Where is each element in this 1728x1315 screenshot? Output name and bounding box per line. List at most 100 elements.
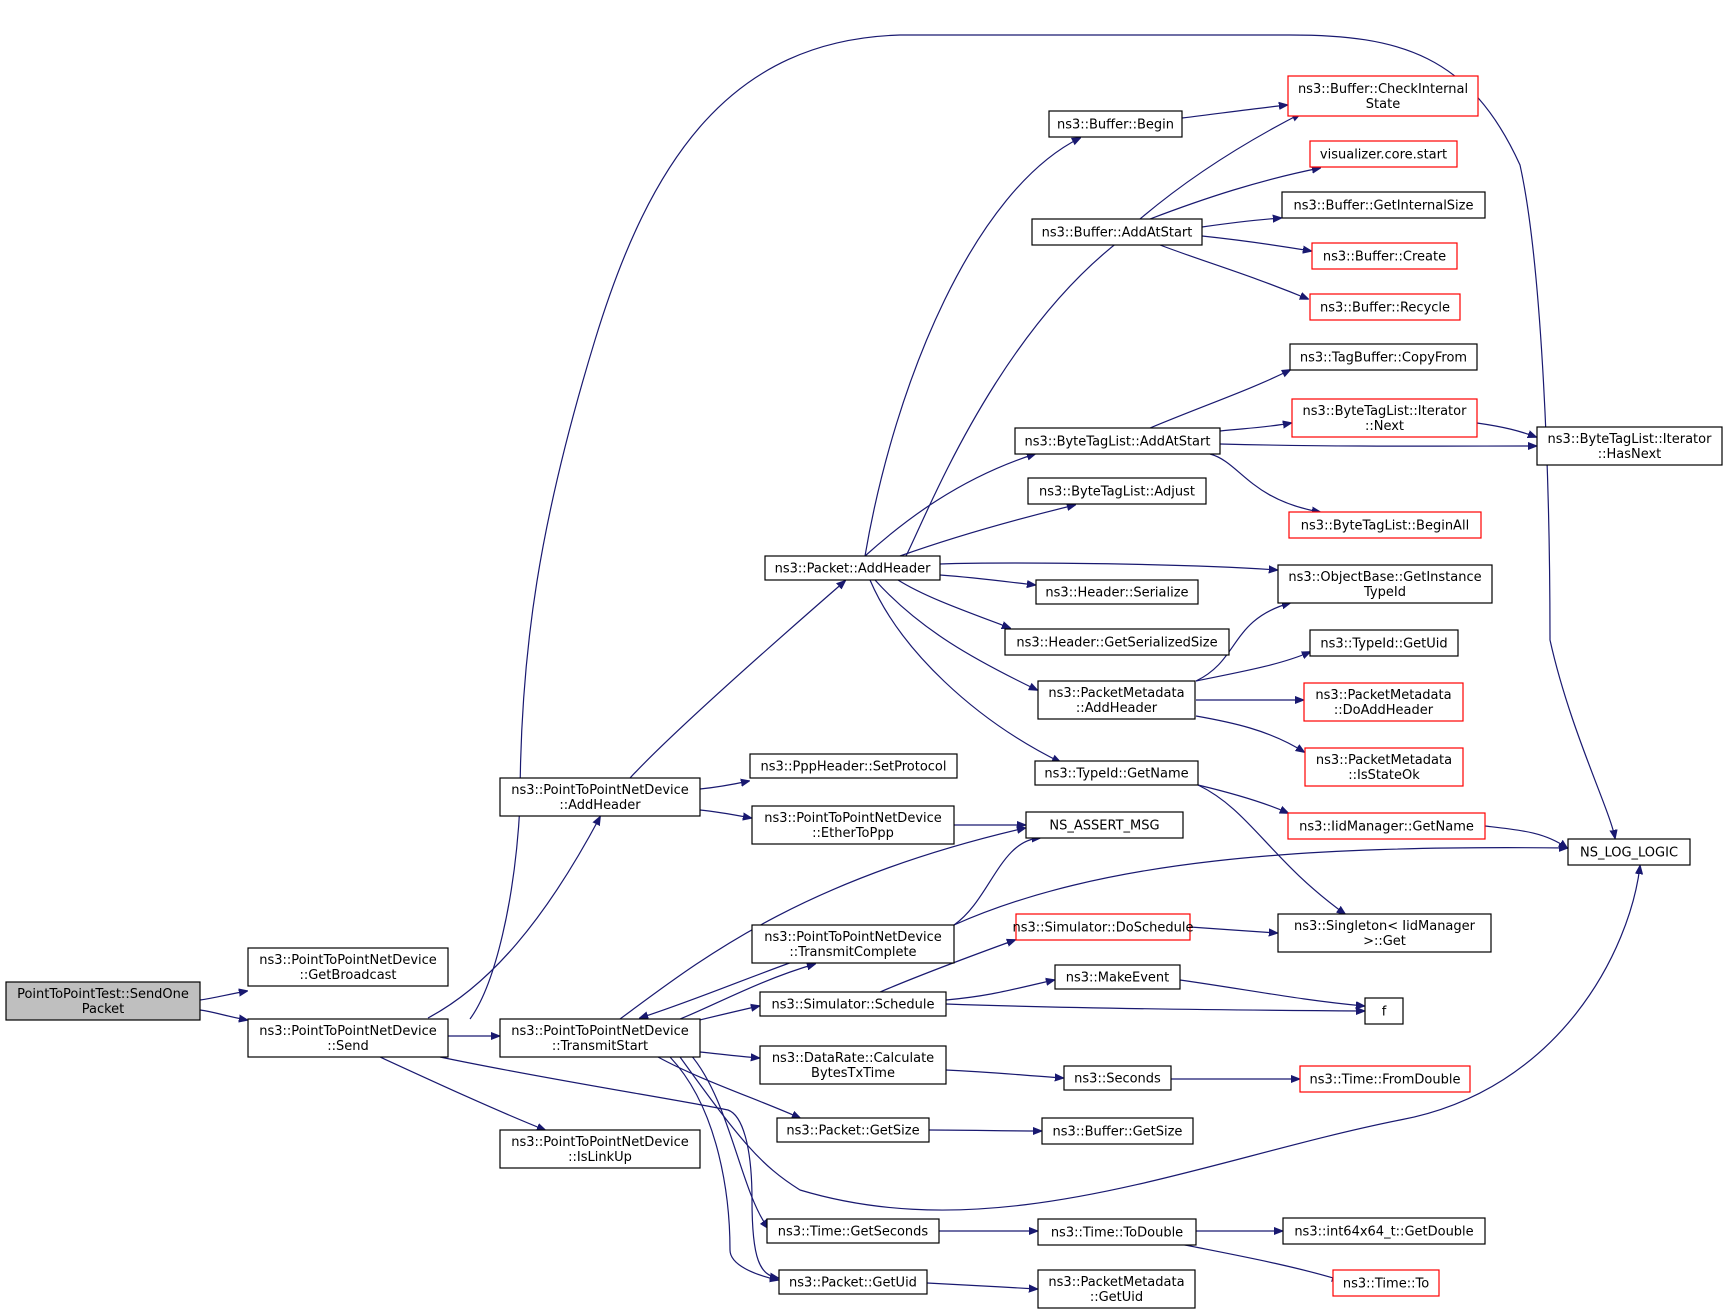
node-label: ns3::PointToPointNetDevice (764, 930, 942, 945)
graph-node-getbroadcast[interactable]: ns3::PointToPointNetDevice::GetBroadcast (247, 947, 449, 987)
call-edge (926, 1282, 1037, 1289)
call-edge (699, 809, 751, 818)
graph-node-bufgetsize[interactable]: ns3::Buffer::GetSize (1041, 1117, 1194, 1145)
node-label: ns3::ObjectBase::GetInstance (1288, 570, 1481, 585)
node-label: ::GetBroadcast (299, 968, 396, 983)
call-edge (679, 964, 815, 1020)
graph-node-fromdouble[interactable]: ns3::Time::FromDouble (1299, 1065, 1471, 1093)
node-box (1037, 680, 1196, 720)
node-label: ns3::int64x64_t::GetDouble (1294, 1225, 1473, 1240)
graph-node-getdouble[interactable]: ns3::int64x64_t::GetDouble (1282, 1217, 1486, 1245)
graph-node-iidgetname[interactable]: ns3::IidManager::GetName (1287, 812, 1486, 840)
call-edge (869, 579, 1060, 762)
call-edge (864, 454, 1035, 557)
node-box (499, 1018, 701, 1058)
node-box (1035, 579, 1199, 605)
node-box (1332, 1269, 1440, 1297)
graph-node-transmitstart[interactable]: ns3::PointToPointNetDevice::TransmitStar… (499, 1018, 701, 1058)
node-label: ns3::PacketMetadata (1315, 688, 1451, 703)
graph-node-p2paddheader[interactable]: ns3::PointToPointNetDevice::AddHeader (499, 777, 701, 817)
node-label: ::TransmitComplete (789, 945, 916, 960)
call-edge (1189, 926, 1277, 933)
node-box (247, 1018, 449, 1058)
node-label: ns3::ByteTagList::Iterator (1548, 432, 1713, 447)
graph-node-btladdatstart[interactable]: ns3::ByteTagList::AddAtStart (1014, 427, 1221, 455)
node-box (1287, 75, 1479, 117)
call-edge (379, 1056, 545, 1130)
call-edge (1149, 168, 1320, 220)
graph-node-send[interactable]: ns3::PointToPointNetDevice::Send (247, 1018, 449, 1058)
graph-node-typeidgetuid[interactable]: ns3::TypeId::GetUid (1309, 629, 1459, 657)
graph-node-seconds[interactable]: ns3::Seconds (1063, 1065, 1172, 1091)
graph-node-bufgetinternalsize[interactable]: ns3::Buffer::GetInternalSize (1281, 191, 1486, 219)
node-label: ns3::PointToPointNetDevice (764, 811, 942, 826)
graph-node-tagcopyfrom[interactable]: ns3::TagBuffer::CopyFrom (1289, 343, 1478, 371)
node-box (1567, 838, 1691, 866)
call-edge (439, 1056, 778, 1278)
graph-node-btlitnext[interactable]: ns3::ByteTagList::Iterator::Next (1291, 398, 1478, 438)
graph-node-transmitcomplete[interactable]: ns3::PointToPointNetDevice::TransmitComp… (751, 924, 955, 964)
graph-node-vizstart[interactable]: visualizer.core.start (1309, 140, 1458, 168)
node-box (1063, 1065, 1172, 1091)
graph-node-bufrecycle[interactable]: ns3::Buffer::Recycle (1309, 293, 1461, 321)
graph-node-hdrgetsersize[interactable]: ns3::Header::GetSerializedSize (1004, 628, 1230, 656)
node-box (1309, 140, 1458, 168)
node-box (1025, 811, 1184, 839)
graph-node-setprotocol[interactable]: ns3::PppHeader::SetProtocol (749, 753, 958, 779)
graph-node-bufaddatstart[interactable]: ns3::Buffer::AddAtStart (1031, 218, 1203, 246)
call-edge (679, 866, 1640, 1211)
graph-node-hdrserialize[interactable]: ns3::Header::Serialize (1035, 579, 1199, 605)
call-edge (1201, 235, 1311, 251)
graph-node-btlithasnext[interactable]: ns3::ByteTagList::Iterator::HasNext (1536, 426, 1723, 466)
graph-node-btlbeginall[interactable]: ns3::ByteTagList::BeginAll (1288, 511, 1482, 539)
graph-node-timeto[interactable]: ns3::Time::To (1332, 1269, 1440, 1297)
graph-node-btladjust[interactable]: ns3::ByteTagList::Adjust (1027, 477, 1207, 505)
graph-node-pmdoaddheader[interactable]: ns3::PacketMetadata::DoAddHeader (1303, 682, 1464, 722)
graph-node-typeidgetname[interactable]: ns3::TypeId::GetName (1034, 760, 1199, 786)
node-label: NS_ASSERT_MSG (1049, 819, 1159, 834)
graph-node-islinkup[interactable]: ns3::PointToPointNetDevice::IsLinkUp (499, 1129, 701, 1169)
node-label: ns3::Time::To (1343, 1277, 1429, 1292)
call-edge (945, 1069, 1063, 1078)
node-box (1014, 427, 1221, 455)
graph-node-getseconds[interactable]: ns3::Time::GetSeconds (766, 1218, 940, 1244)
graph-node-singletonget[interactable]: ns3::Singleton< IidManager>::Get (1277, 913, 1492, 953)
node-label: ::AddHeader (559, 798, 641, 813)
graph-node-makeevent[interactable]: ns3::MakeEvent (1054, 964, 1181, 990)
graph-node-getuid[interactable]: ns3::Packet::GetUid (778, 1269, 928, 1295)
node-label: ns3::Packet::GetUid (789, 1276, 917, 1291)
graph-node-packetaddheader[interactable]: ns3::Packet::AddHeader (764, 555, 941, 581)
graph-node-todouble[interactable]: ns3::Time::ToDouble (1037, 1218, 1197, 1246)
node-label: ns3::IidManager::GetName (1299, 820, 1474, 835)
graph-node-schedule[interactable]: ns3::Simulator::Schedule (759, 991, 947, 1017)
graph-node-pmaddheader[interactable]: ns3::PacketMetadata::AddHeader (1037, 680, 1196, 720)
node-box (764, 555, 941, 581)
call-edge (899, 505, 1075, 557)
node-label: ns3::PointToPointNetDevice (511, 783, 689, 798)
call-edge (879, 940, 1015, 993)
node-box (1291, 398, 1478, 438)
graph-node-bufbegin[interactable]: ns3::Buffer::Begin (1048, 110, 1183, 138)
node-box (1309, 293, 1461, 321)
node-box (1277, 564, 1493, 604)
graph-node-bufcreate[interactable]: ns3::Buffer::Create (1311, 242, 1458, 270)
graph-node-getsize[interactable]: ns3::Packet::GetSize (776, 1117, 930, 1143)
node-label: ::Send (327, 1039, 369, 1054)
graph-node-pmisstateok[interactable]: ns3::PacketMetadata::IsStateOk (1304, 747, 1464, 787)
node-label: ns3::Buffer::GetInternalSize (1294, 199, 1474, 214)
call-edge (1195, 652, 1310, 682)
call-edge (939, 574, 1035, 585)
node-label: PointToPointTest::SendOne (17, 987, 189, 1002)
graph-node-doschedule[interactable]: ns3::Simulator::DoSchedule (1012, 913, 1194, 941)
graph-node-pmgetuid[interactable]: ns3::PacketMetadata::GetUid (1037, 1269, 1196, 1309)
graph-nodes: PointToPointTest::SendOnePacketns3::Poin… (5, 75, 1723, 1309)
graph-node-ethertoppp[interactable]: ns3::PointToPointNetDevice::EtherToPpp (751, 805, 955, 845)
call-edge (897, 579, 1010, 628)
graph-node-f[interactable]: f (1364, 997, 1404, 1025)
graph-node-assertmsg[interactable]: NS_ASSERT_MSG (1025, 811, 1184, 839)
graph-node-nsloglogic[interactable]: NS_LOG_LOGIC (1567, 838, 1691, 866)
